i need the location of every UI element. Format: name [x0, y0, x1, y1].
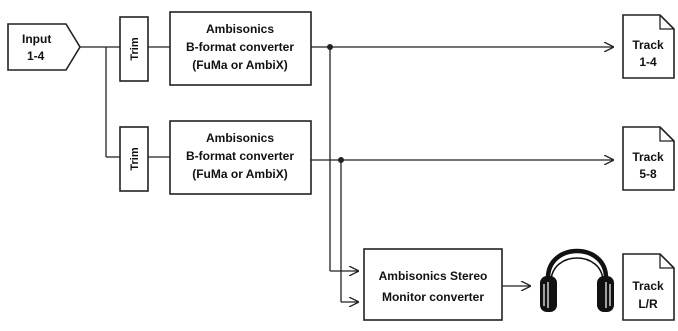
trim-bottom: Trim: [119, 126, 149, 192]
converter-bottom-line2: B-format converter: [186, 149, 294, 163]
headphones-icon: [540, 248, 614, 312]
track-5-8-line1: Track: [632, 150, 664, 164]
converter-bottom-line3: (FuMa or AmbiX): [192, 167, 288, 181]
converter-bottom-box: Ambisonics B-format converter (FuMa or A…: [169, 120, 312, 195]
converter-top-box: Ambisonics B-format converter (FuMa or A…: [169, 11, 312, 86]
track-5-8: Track 5-8: [622, 126, 675, 191]
track-l-r: Track L/R: [622, 253, 675, 321]
track-5-8-line2: 5-8: [639, 167, 657, 181]
converter-bottom-line1: Ambisonics: [206, 131, 274, 145]
input-label-line2: 1-4: [27, 49, 45, 63]
track-l-r-line2: L/R: [638, 297, 658, 311]
monitor-line1: Ambisonics Stereo: [379, 269, 488, 283]
monitor-converter-box: Ambisonics Stereo Monitor converter: [363, 248, 503, 321]
converter-top-line1: Ambisonics: [206, 22, 274, 36]
track-l-r-line1: Track: [632, 279, 664, 293]
converter-top-line2: B-format converter: [186, 40, 294, 54]
track-1-4-line1: Track: [632, 38, 664, 52]
converter-top-line3: (FuMa or AmbiX): [192, 58, 288, 72]
track-1-4: Track 1-4: [622, 14, 675, 79]
monitor-line2: Monitor converter: [382, 290, 484, 304]
trim-bottom-label: Trim: [129, 147, 141, 170]
track-1-4-line2: 1-4: [639, 55, 657, 69]
trim-top-label: Trim: [129, 37, 141, 60]
input-node: Input 1-4: [7, 23, 81, 71]
trim-top: Trim: [119, 16, 149, 82]
input-label-line1: Input: [22, 32, 51, 46]
